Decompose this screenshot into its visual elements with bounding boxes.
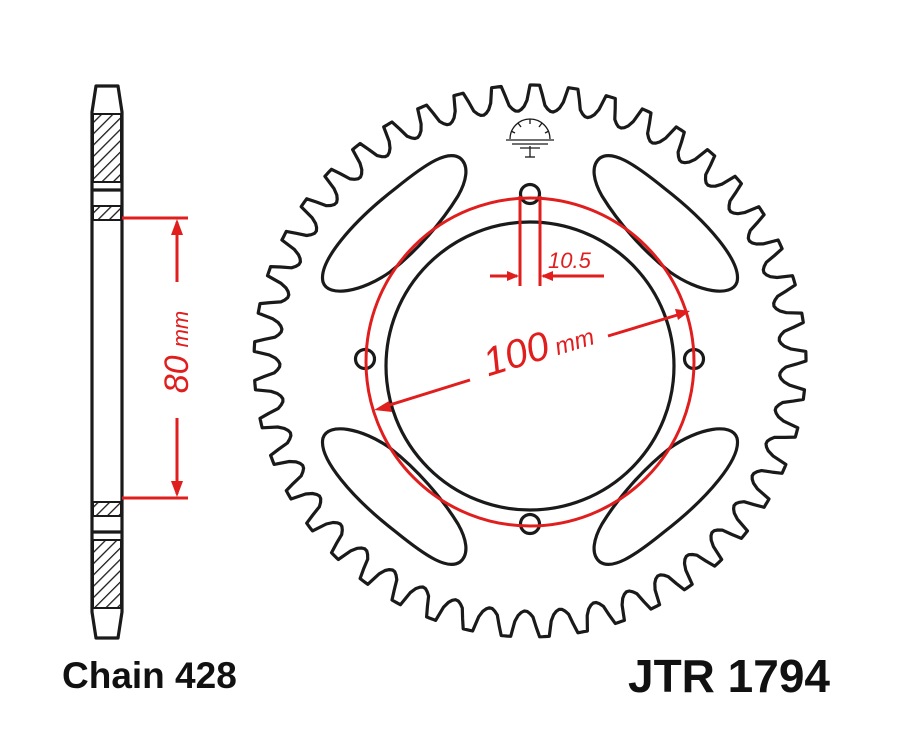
arrowhead — [675, 309, 690, 320]
bolt-circle-label: 100mm — [478, 310, 599, 385]
arrowhead — [541, 271, 553, 281]
arrowhead — [171, 219, 183, 235]
hatch-upper-hub — [92, 205, 122, 221]
hatch-bottom — [92, 539, 122, 609]
bolt-hole — [518, 182, 542, 206]
bolt-hole — [518, 512, 542, 536]
sprocket-side-profile — [90, 84, 124, 640]
chain-size-label: Chain 428 — [62, 655, 237, 696]
bolt-hole-dimension: 10.5 — [490, 196, 604, 286]
arrowhead — [374, 401, 392, 412]
height-dimension: 80mm — [122, 216, 196, 500]
sprocket-front-view — [252, 83, 808, 639]
hatch-top — [92, 113, 122, 183]
cutout-lower-left — [320, 427, 468, 567]
cutout-lower-right — [592, 427, 740, 567]
maker-emblem-icon — [506, 118, 554, 158]
bolt-circle — [364, 196, 696, 528]
cutout-upper-right — [592, 153, 740, 293]
arrowhead — [171, 481, 183, 497]
height-dimension-label: 80mm — [158, 311, 196, 393]
cutout-upper-left — [320, 153, 468, 293]
arrowhead — [507, 271, 519, 281]
bolt-hole-label: 10.5 — [548, 248, 592, 273]
side-profile-outline — [90, 84, 124, 640]
center-bore — [384, 220, 676, 512]
part-number-label: JTR 1794 — [628, 650, 831, 702]
bolt-circle-dimension: 100mm — [364, 196, 696, 528]
dimension-line — [379, 378, 471, 410]
sprocket-teeth-outline — [252, 83, 808, 639]
dimension-line — [607, 311, 685, 338]
hatch-lower-hub — [92, 501, 122, 517]
